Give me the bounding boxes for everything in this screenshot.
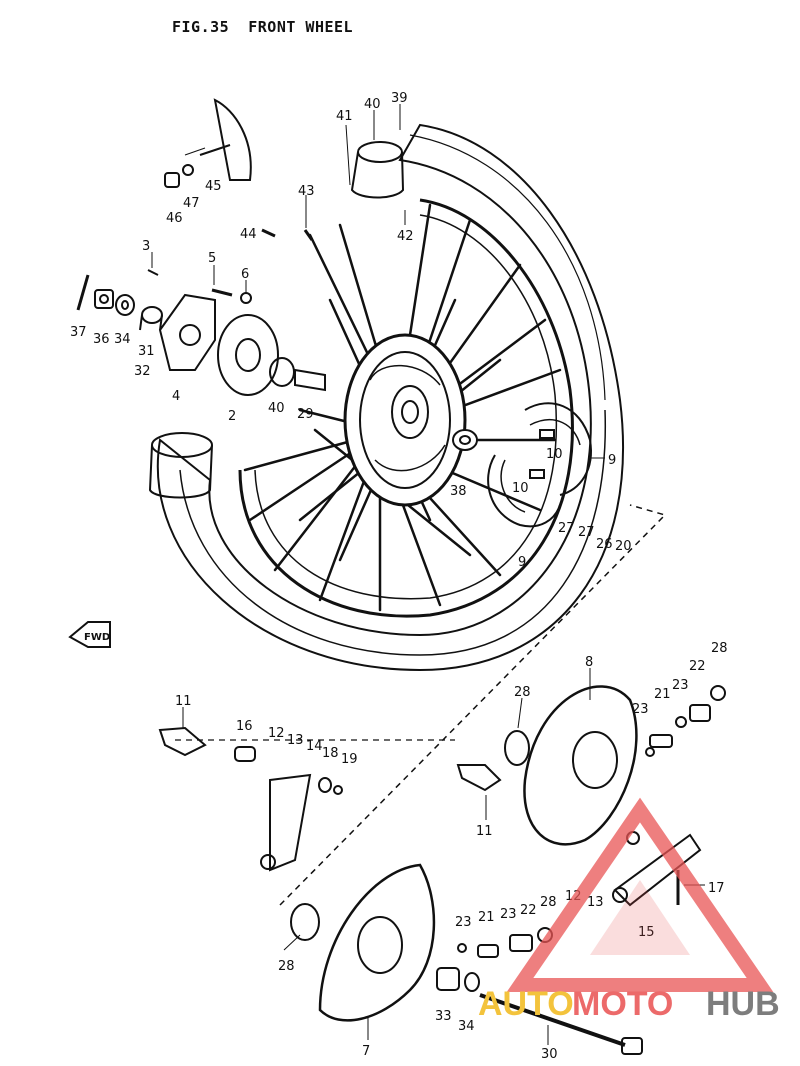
watermark-part1: AUTO bbox=[478, 985, 574, 1023]
callout-40: 40 bbox=[364, 97, 381, 112]
watermark: AUTO MOTO HUB bbox=[478, 797, 780, 1023]
wheel-assembly bbox=[148, 123, 625, 672]
callout-12a: 12 bbox=[268, 726, 285, 741]
callout-22a: 22 bbox=[689, 659, 706, 674]
callout-15: 15 bbox=[638, 925, 655, 940]
leader-lines bbox=[151, 104, 705, 1045]
callout-17: 17 bbox=[708, 881, 725, 896]
callout-36: 37 bbox=[70, 325, 87, 340]
callout-11a: 11 bbox=[175, 694, 192, 709]
callout-35: 36 bbox=[93, 332, 110, 347]
callout-27b: 28 bbox=[278, 959, 295, 974]
brake-shoes bbox=[487, 402, 592, 528]
fwd-label: FWD bbox=[84, 632, 110, 643]
callout-13a: 13 bbox=[287, 733, 304, 748]
callout-18: 18 bbox=[322, 746, 339, 761]
callout-19: 19 bbox=[341, 752, 358, 767]
callout-31: 31 bbox=[138, 344, 155, 359]
callout-23b: 23 bbox=[672, 678, 689, 693]
watermark-part2: MOTO bbox=[572, 985, 673, 1023]
watermark-triangle bbox=[506, 797, 774, 992]
callout-3: 3 bbox=[142, 239, 150, 254]
callout-37: 38 bbox=[450, 484, 467, 499]
callout-10a: 10 bbox=[546, 447, 563, 462]
callout-42: 42 bbox=[397, 229, 414, 244]
callout-6: 6 bbox=[241, 267, 249, 282]
callout-27a: 28 bbox=[514, 685, 531, 700]
callout-20: 20 bbox=[615, 539, 632, 554]
callout-9a: 9 bbox=[608, 453, 616, 468]
lower-parts bbox=[158, 504, 726, 1055]
callout-4: 4 bbox=[172, 389, 180, 404]
fwd-arrow: FWD bbox=[68, 621, 111, 648]
tire bbox=[156, 123, 625, 672]
callout-38: 40 bbox=[268, 401, 285, 416]
callout-23d: 23 bbox=[500, 907, 517, 922]
callout-32: 32 bbox=[134, 364, 151, 379]
callout-9b: 9 bbox=[518, 555, 526, 570]
figure-name: FRONT WHEEL bbox=[248, 18, 354, 36]
callout-10b: 10 bbox=[512, 481, 529, 496]
callout-46: 46 bbox=[166, 211, 183, 226]
callout-25: 27 bbox=[578, 525, 595, 540]
figure-number: FIG.35 bbox=[172, 18, 230, 36]
callout-41: 41 bbox=[336, 109, 353, 124]
callout-30: 29 bbox=[297, 407, 314, 422]
callout-39: 39 bbox=[391, 91, 408, 106]
callout-22b: 22 bbox=[520, 903, 537, 918]
callout-21b: 21 bbox=[478, 910, 495, 925]
watermark-part3: HUB bbox=[706, 985, 780, 1023]
callout-23c: 23 bbox=[455, 915, 472, 930]
callout-2: 2 bbox=[228, 409, 236, 424]
callout-45: 45 bbox=[205, 179, 222, 194]
callout-28a: 28 bbox=[711, 641, 728, 656]
callout-8: 8 bbox=[585, 655, 593, 670]
callout-11b: 11 bbox=[476, 824, 493, 839]
rim bbox=[238, 198, 574, 618]
hub bbox=[343, 333, 478, 507]
callout-34: 34 bbox=[114, 332, 131, 347]
callout-34b: 34 bbox=[458, 1019, 475, 1034]
callout-13b: 13 bbox=[587, 895, 604, 910]
callout-7: 7 bbox=[362, 1044, 370, 1059]
callout-23a: 23 bbox=[632, 702, 649, 717]
left-hub-parts bbox=[76, 98, 326, 396]
callout-16: 16 bbox=[236, 719, 253, 734]
callout-26: 27 bbox=[558, 521, 575, 536]
callout-28b: 28 bbox=[540, 895, 557, 910]
callout-44: 44 bbox=[240, 227, 257, 242]
callout-33: 33 bbox=[435, 1009, 452, 1024]
callout-5: 5 bbox=[208, 251, 216, 266]
callout-47: 47 bbox=[183, 196, 200, 211]
callout-21a: 21 bbox=[654, 687, 671, 702]
figure-title: FIG.35 FRONT WHEEL bbox=[172, 18, 353, 36]
callout-14: 14 bbox=[306, 739, 323, 754]
callout-labels: 3 5 6 37 36 34 31 32 4 2 40 29 46 47 45 … bbox=[70, 91, 728, 1062]
callout-43: 43 bbox=[298, 184, 315, 199]
callout-29: 30 bbox=[541, 1047, 558, 1062]
callout-24: 26 bbox=[596, 537, 613, 552]
